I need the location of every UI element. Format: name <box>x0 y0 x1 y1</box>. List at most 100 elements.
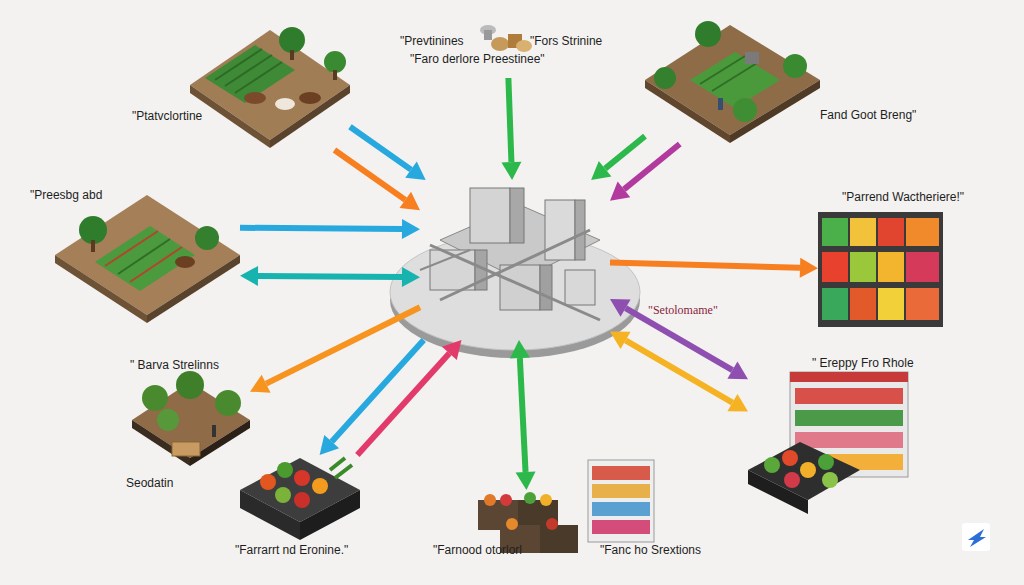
orchard-part <box>176 371 204 399</box>
store-node: " Ereppy Fro Rhole <box>748 370 910 515</box>
node-label: " Ereppy Fro Rhole <box>812 356 914 370</box>
crop-farm-part <box>745 52 759 64</box>
livestock-farm-part <box>215 49 262 80</box>
livestock-farm-part <box>333 70 337 80</box>
supermarket-section-part <box>795 410 903 426</box>
arrow-head <box>727 394 748 412</box>
mixed-farm-part <box>130 247 182 282</box>
arrow-shaft <box>350 127 411 170</box>
crop-farm-part <box>733 98 757 122</box>
supermarket-section-part <box>800 462 816 478</box>
farm-node: "Preesbg abd <box>55 192 240 322</box>
flow-arrow <box>610 258 818 278</box>
livestock-farm-part <box>299 92 321 104</box>
shelf-node: "Fanc ho Srextions <box>588 460 654 542</box>
grocery-shelf-part <box>592 520 650 534</box>
supermarket-section-part <box>764 457 780 473</box>
node-label: "Prevtinines <box>400 34 464 48</box>
grocery-shelf-part <box>592 502 650 516</box>
source-label-node: "Prevtinines "Fors Strinine "Faro derlore … <box>395 30 620 78</box>
orchard-part <box>172 442 200 456</box>
arrow-shaft <box>624 144 680 189</box>
packaged-goods-rack-part <box>822 218 848 246</box>
arrow-shaft <box>357 353 449 455</box>
arrow-shaft <box>332 340 424 442</box>
ingredient-icons <box>480 25 532 52</box>
flow-arrow <box>240 219 420 239</box>
arrow-shaft <box>258 276 402 277</box>
node-label: " Barva Strelinns <box>130 358 219 372</box>
flow-arrow <box>510 340 536 490</box>
packaged-goods-rack-part <box>878 218 904 246</box>
supermarket-section-part <box>822 472 838 488</box>
processing-plant-part <box>440 230 590 300</box>
packaged-goods-rack-part <box>906 252 939 282</box>
flow-arrow <box>610 331 748 411</box>
node-label: "Parrend Wactheriere!" <box>842 190 964 204</box>
processing-plant-part <box>545 200 575 260</box>
produce-stand-part <box>277 462 293 478</box>
crates-part <box>540 494 552 506</box>
crop-farm-part <box>690 52 780 108</box>
arrow-shaft <box>626 308 733 370</box>
produce-stand <box>240 458 360 540</box>
packaged-goods-rack-part <box>906 218 939 246</box>
node-label: "Fanc ho Srextions <box>600 543 701 557</box>
arrow-head <box>800 258 818 278</box>
node-label: "Farnood otorlorl <box>433 543 522 557</box>
livestock-farm-part <box>324 51 346 73</box>
grocery-shelf-part <box>592 484 650 498</box>
packaged-goods-rack-part <box>818 212 943 327</box>
arrow-shaft <box>605 136 645 168</box>
mixed-farm-part <box>175 256 195 268</box>
mixed-farm <box>55 195 240 323</box>
node-label: "Faro derlore Preestinee" <box>410 52 545 66</box>
orchard <box>132 371 250 466</box>
crate-node: "Farnood otorlorl <box>478 490 578 553</box>
arrow-head <box>240 266 258 286</box>
processing-plant-part <box>575 200 585 260</box>
packaged-goods-rack-part <box>878 288 904 320</box>
packaged-goods-rack-part <box>878 252 904 282</box>
orchard-part <box>157 409 179 431</box>
farm-node: "Ptatvclortine <box>190 25 350 150</box>
livestock-farm-part <box>244 92 266 104</box>
mixed-farm-part <box>91 240 95 252</box>
crates-part <box>500 494 512 506</box>
logo-mark-part <box>968 529 986 547</box>
packaged-goods-rack-part <box>822 252 848 282</box>
packaged-goods-rack <box>818 212 943 327</box>
produce-stand-part <box>260 474 276 490</box>
livestock-farm-part <box>275 98 295 110</box>
produce-stand-part <box>294 492 310 508</box>
flow-arrow <box>350 127 426 180</box>
arrow-head <box>610 182 630 201</box>
livestock-farm-part <box>235 62 282 93</box>
logo-mark <box>962 523 990 551</box>
market-stall-node: "Farrarrt nd Eronine." <box>240 455 360 540</box>
node-label: "Fors Strinine <box>530 34 602 48</box>
arrow-head <box>610 299 631 317</box>
crop-farm-part <box>700 56 745 84</box>
arrow-head <box>400 192 420 211</box>
mixed-farm-part <box>95 226 195 291</box>
mixed-farm-part <box>195 226 219 250</box>
arrow-head <box>320 435 339 455</box>
node-label: Seodatin <box>126 476 173 490</box>
arrow-head <box>610 331 631 349</box>
grocery-shelf <box>588 460 654 542</box>
flow-arrow <box>501 78 521 180</box>
logo-mark-part <box>962 523 990 551</box>
packaged-goods-rack-part <box>850 288 876 320</box>
mixed-farm-part <box>55 195 240 315</box>
supermarket-section-part <box>748 470 808 514</box>
arrow-shaft <box>508 78 511 162</box>
crop-farm-part <box>712 63 757 91</box>
arrow-shaft <box>520 358 526 472</box>
livestock-farm-part <box>190 30 350 140</box>
packaged-goods-rack-part <box>906 288 939 320</box>
orchard-part <box>142 385 168 411</box>
ingredient-icons-part <box>491 37 509 51</box>
livestock-farm-part <box>270 85 350 148</box>
